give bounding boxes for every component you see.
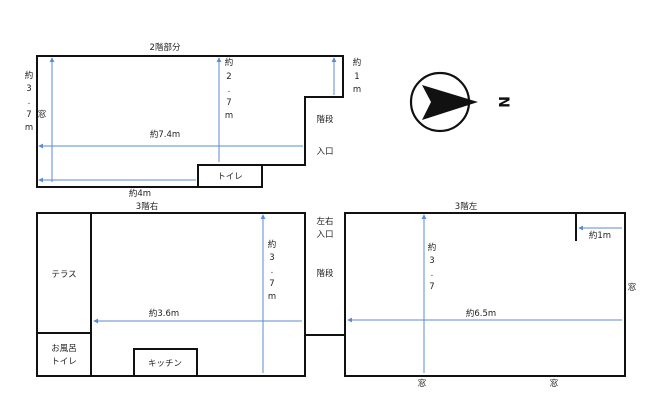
floor3-left-title: 3階左: [455, 201, 478, 212]
floor3-right-height-1: 約: [268, 239, 277, 250]
floor2-height-left-5: m: [25, 123, 33, 133]
floor2-height-left-3: .: [28, 97, 31, 107]
floor2-height-right-3: m: [353, 85, 361, 95]
compass-arrow-icon: [422, 85, 478, 120]
bath-label-2: トイレ: [51, 357, 77, 367]
floor2-outline: [36, 55, 344, 188]
floor2-height-mid-4: 7: [226, 98, 231, 108]
stairs-label-entrance: 入口: [316, 230, 333, 240]
floor2-height-mid-1: 約: [225, 57, 234, 68]
floor2-height-right-2: 1: [354, 72, 359, 82]
floor2-title: 2階部分: [150, 42, 181, 53]
floor3-left-height-1: 約: [428, 242, 437, 253]
floor2-width-main: 約7.4m: [150, 129, 180, 140]
stairs-label: 階段: [316, 268, 334, 279]
floor2-toilet-label: トイレ: [217, 172, 243, 182]
floor3-right-height-3: .: [271, 266, 274, 276]
stairs-label-lr: 左右: [316, 216, 333, 227]
floor3-left-window-right: 窓: [628, 282, 637, 293]
floor2-height-mid-5: m: [225, 111, 233, 121]
floor3-left-width: 約6.5m: [466, 308, 496, 319]
compass-north-label: N: [495, 96, 511, 108]
floor2-height-mid-2: 2: [226, 72, 231, 82]
floor3-left-height-2: 3: [429, 256, 434, 266]
floor2-height-mid-3: .: [228, 85, 231, 95]
floor2-window: 窓: [38, 109, 47, 120]
kitchen-box: [133, 348, 198, 377]
floor3-left-window-bottom-1: 窓: [418, 378, 427, 389]
floor3-right-title: 3階右: [136, 201, 158, 212]
floor2-entrance: 入口: [316, 147, 333, 157]
floor2-height-left-4: 7: [26, 110, 31, 120]
floor2-toilet-room: [197, 164, 263, 188]
floor3-left-small-width: 約1m: [589, 230, 611, 241]
kitchen-label: キッチン: [148, 359, 182, 369]
floor3-left-outline: [344, 212, 626, 377]
floor3-left-height-3: .: [431, 269, 434, 279]
floor2-height-right-1: 約: [353, 57, 362, 68]
floor3-right-height-2: 3: [269, 253, 274, 263]
floor3-right-height-5: m: [268, 292, 276, 302]
floor2-height-left-2: 3: [26, 84, 31, 94]
floor3-right-outline: [36, 212, 306, 377]
floor3-right-height-4: 7: [269, 279, 274, 289]
bath-label-1: お風呂: [51, 344, 77, 354]
compass: N: [409, 71, 511, 133]
floor3-right-width: 約3.6m: [149, 308, 179, 319]
floor3-left-height-4: 7: [429, 282, 434, 292]
floor2-stairs: 階段: [316, 114, 334, 125]
terrace-label: テラス: [51, 270, 76, 280]
floor3-left-window-bottom-2: 窓: [550, 378, 559, 389]
floor2-height-left-1: 約: [25, 70, 34, 81]
floor2-width-bottom: 約4m: [129, 188, 151, 199]
